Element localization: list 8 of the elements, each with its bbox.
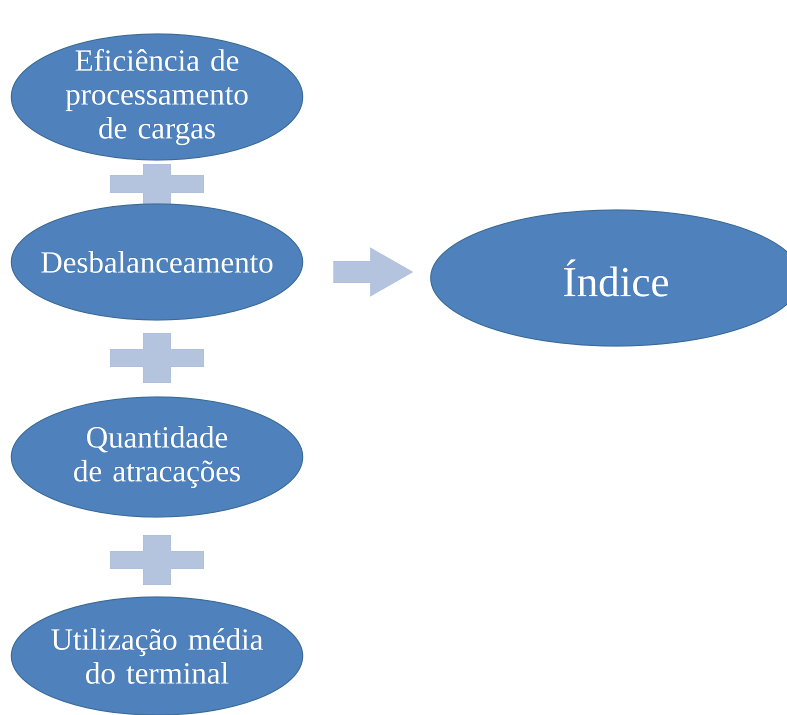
ellipse-node: Índice [430,209,787,347]
plus-sign [110,333,204,383]
ellipse-node: Quantidade de atracações [10,396,304,518]
ellipse-node: Eficiência de processamento de cargas [10,33,304,161]
ellipse-node: Desbalanceamento [10,203,304,321]
plus-sign [110,535,204,585]
ellipse-node: Utilização média do terminal [10,596,304,715]
plus-sign [110,164,204,204]
